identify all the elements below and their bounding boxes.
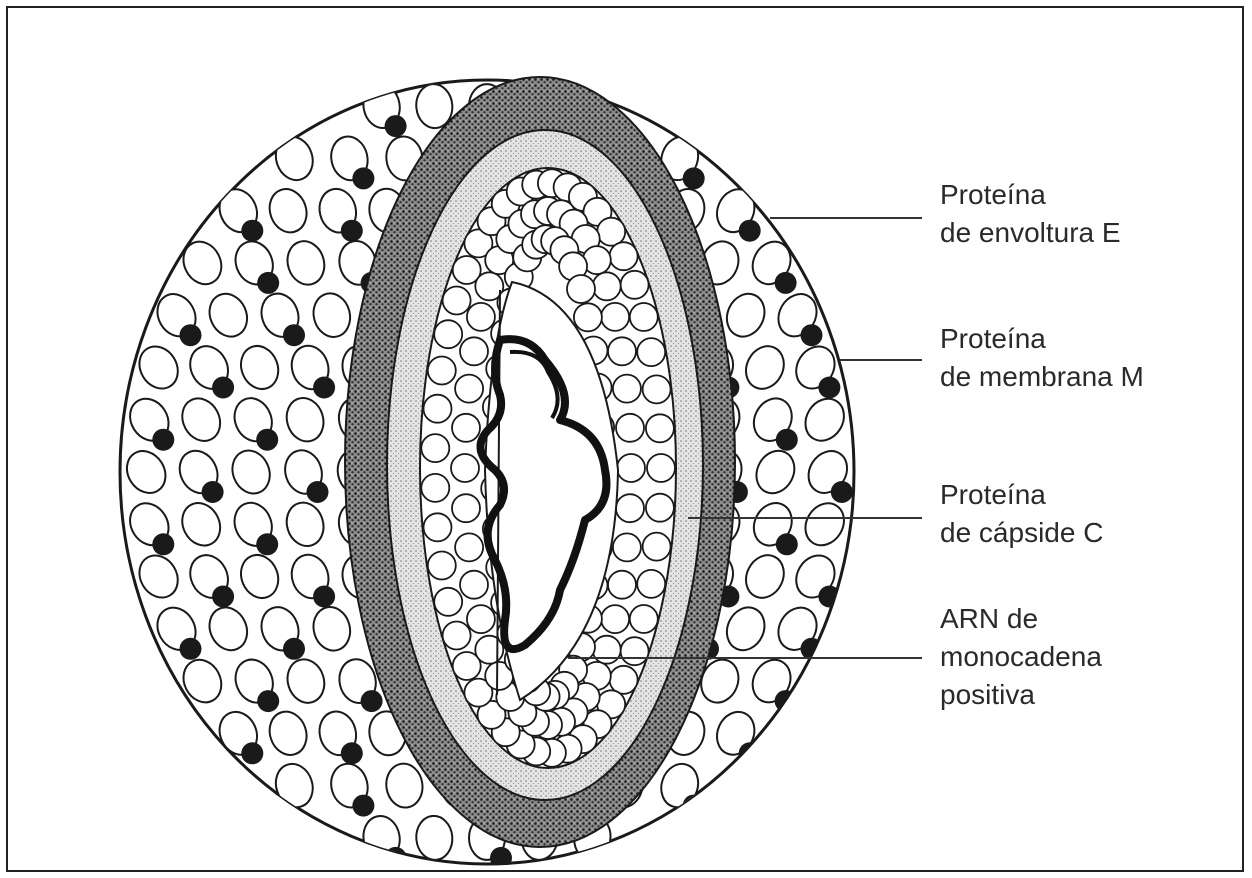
capsid-sphere xyxy=(613,533,641,561)
membrane-protein-dot xyxy=(818,586,840,608)
label-membrane-protein: Proteína de membrana M xyxy=(940,320,1144,396)
capsid-sphere xyxy=(434,588,462,616)
membrane-protein-dot xyxy=(283,324,305,346)
membrane-protein-dot xyxy=(152,429,174,451)
capsid-sphere xyxy=(637,338,665,366)
capsid-sphere xyxy=(601,303,629,331)
membrane-protein-dot xyxy=(776,429,798,451)
capsid-sphere xyxy=(451,454,479,482)
capsid-sphere xyxy=(637,570,665,598)
capsid-sphere xyxy=(421,474,449,502)
capsid-sphere xyxy=(646,494,674,522)
capsid-sphere xyxy=(610,242,638,270)
membrane-protein-dot xyxy=(361,690,383,712)
capsid-sphere xyxy=(467,303,495,331)
capsid-sphere xyxy=(643,375,671,403)
label-capsid-protein: Proteína de cápside C xyxy=(940,476,1103,552)
membrane-protein-dot xyxy=(180,324,202,346)
membrane-protein-dot xyxy=(241,220,263,242)
membrane-protein-dot xyxy=(739,220,761,242)
capsid-sphere xyxy=(630,303,658,331)
capsid-sphere xyxy=(601,605,629,633)
label-rna: ARN de monocadena positiva xyxy=(940,600,1102,714)
capsid-sphere xyxy=(597,218,625,246)
capsid-sphere xyxy=(460,337,488,365)
capsid-sphere xyxy=(443,287,471,315)
capsid-sphere xyxy=(616,414,644,442)
capsid-sphere xyxy=(593,636,621,664)
membrane-protein-dot xyxy=(313,586,335,608)
membrane-protein-dot xyxy=(212,377,234,399)
capsid-sphere xyxy=(567,275,595,303)
membrane-protein-dot xyxy=(801,324,823,346)
capsid-sphere xyxy=(428,357,456,385)
capsid-sphere xyxy=(593,272,621,300)
capsid-sphere xyxy=(443,622,471,650)
membrane-protein-dot xyxy=(739,742,761,764)
membrane-protein-dot xyxy=(341,742,363,764)
capsid-sphere xyxy=(647,454,675,482)
capsid-sphere xyxy=(610,666,638,694)
capsid-sphere xyxy=(608,571,636,599)
capsid-sphere xyxy=(467,605,495,633)
capsid-sphere xyxy=(574,303,602,331)
capsid-sphere xyxy=(460,571,488,599)
capsid-sphere xyxy=(455,375,483,403)
membrane-protein-dot xyxy=(257,272,279,294)
membrane-protein-dot xyxy=(212,586,234,608)
membrane-protein-dot xyxy=(776,533,798,555)
membrane-protein-dot xyxy=(313,377,335,399)
capsid-sphere xyxy=(621,271,649,299)
capsid-sphere xyxy=(621,637,649,665)
membrane-protein-dot xyxy=(831,481,853,503)
capsid-sphere xyxy=(630,605,658,633)
capsid-sphere xyxy=(452,414,480,442)
capsid-sphere xyxy=(617,454,645,482)
membrane-protein-dot xyxy=(352,795,374,817)
membrane-protein-dot xyxy=(818,377,840,399)
capsid-sphere xyxy=(455,533,483,561)
capsid-sphere xyxy=(608,337,636,365)
membrane-protein-dot xyxy=(307,481,329,503)
membrane-protein-dot xyxy=(283,638,305,660)
membrane-protein-dot xyxy=(256,429,278,451)
membrane-protein-dot xyxy=(683,167,705,189)
capsid-sphere xyxy=(643,533,671,561)
membrane-protein-dot xyxy=(352,167,374,189)
capsid-sphere xyxy=(421,434,449,462)
membrane-protein-dot xyxy=(152,533,174,555)
capsid-sphere xyxy=(452,494,480,522)
membrane-protein-dot xyxy=(490,847,512,869)
membrane-protein-dot xyxy=(256,533,278,555)
capsid-sphere xyxy=(424,513,452,541)
capsid-sphere xyxy=(428,552,456,580)
capsid-sphere xyxy=(616,494,644,522)
membrane-protein-dot xyxy=(257,690,279,712)
capsid-sphere xyxy=(613,375,641,403)
membrane-protein-dot xyxy=(241,742,263,764)
membrane-protein-dot xyxy=(385,115,407,137)
label-envelope-protein: Proteína de envoltura E xyxy=(940,176,1121,252)
membrane-protein-dot xyxy=(775,272,797,294)
capsid-sphere xyxy=(646,414,674,442)
membrane-protein-dot xyxy=(341,220,363,242)
membrane-protein-dot xyxy=(683,795,705,817)
capsid-sphere xyxy=(434,320,462,348)
membrane-protein-dot xyxy=(595,847,617,869)
membrane-protein-dot xyxy=(180,638,202,660)
membrane-protein-dot xyxy=(202,481,224,503)
capsid-sphere xyxy=(424,395,452,423)
